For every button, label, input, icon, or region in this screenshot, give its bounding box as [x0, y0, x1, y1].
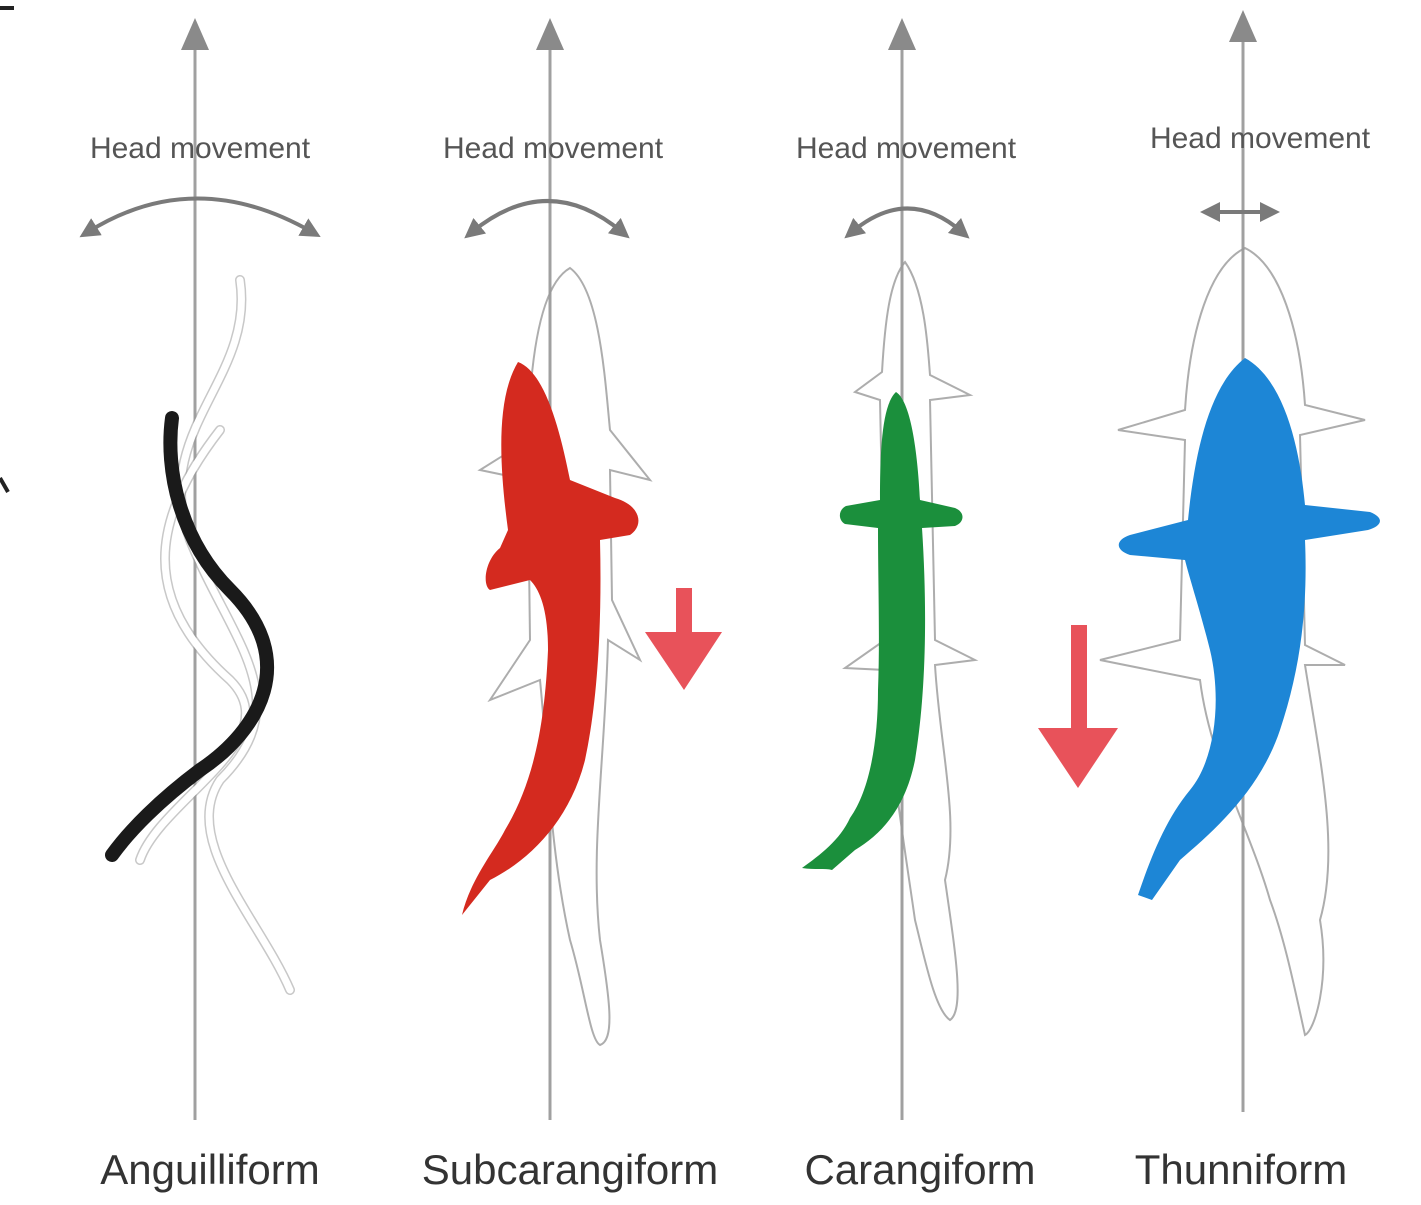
- head-movement-label: Head movement: [1149, 122, 1371, 155]
- axis-arrowhead: [181, 18, 209, 50]
- ghost-fish-outline: [842, 260, 979, 1022]
- column-thunniform: [1099, 10, 1380, 1112]
- fish-body: [802, 392, 963, 870]
- fish-body: [1118, 358, 1380, 900]
- head-movement-arrow: [464, 199, 630, 239]
- style-label-carangiform: Carangiform: [804, 1146, 1036, 1193]
- head-movement-label: Head movement: [795, 132, 1017, 165]
- axis-arrowhead: [888, 18, 916, 50]
- column-subcarangiform: [462, 18, 722, 1120]
- ghost-fish-outline: [1099, 246, 1366, 1037]
- column-carangiform: [802, 18, 1118, 1120]
- axis-arrowhead: [536, 18, 564, 50]
- head-movement-label: Head movement: [442, 132, 664, 165]
- style-label-thunniform: Thunniform: [1134, 1146, 1348, 1193]
- head-movement-label: Head movement: [89, 132, 311, 165]
- thrust-down-arrow: [1038, 625, 1118, 788]
- fish-body: [462, 362, 639, 915]
- style-label-anguilliform: Anguilliform: [100, 1146, 320, 1193]
- eel-body: [105, 411, 275, 862]
- axis-arrowhead: [1229, 10, 1257, 42]
- head-movement-arrow: [79, 196, 321, 238]
- column-anguilliform: [79, 18, 321, 1120]
- ghost-eel-outline: [136, 426, 250, 864]
- head-movement-arrow: [844, 206, 970, 239]
- ghost-eel-outline: [177, 276, 294, 994]
- thrust-down-arrow: [645, 588, 722, 690]
- style-label-subcarangiform: Subcarangiform: [421, 1146, 719, 1193]
- edge-mark-left: [0, 477, 10, 493]
